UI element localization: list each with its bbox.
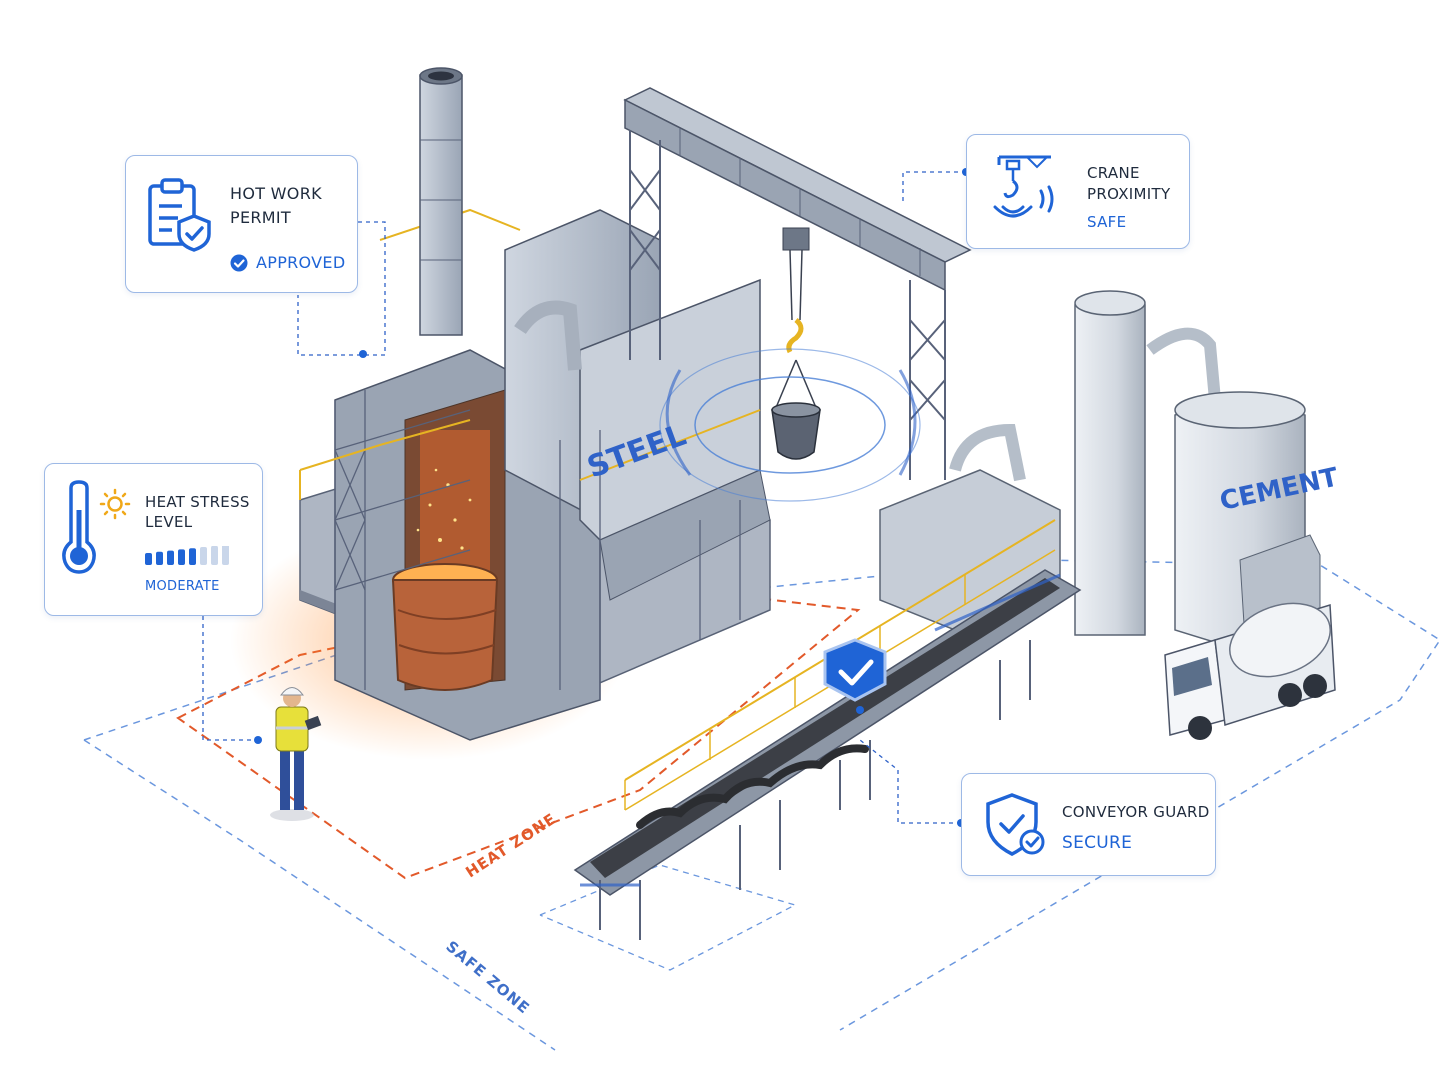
heat-stress-status: MODERATE [145,579,220,594]
conveyor-status: SECURE [1062,833,1133,853]
hot-work-status: APPROVED [256,253,346,272]
hot-work-permit-card: HOT WORK PERMIT APPROVED [125,155,358,293]
check-circle-icon [230,254,248,272]
hot-work-title-2: PERMIT [230,208,291,227]
conveyor-guard-card: CONVEYOR GUARD SECURE [961,773,1216,876]
heat-stress-level-bars [145,546,229,565]
conveyor-base-zone [539,864,797,971]
level-bar [211,546,218,565]
card-connectors [202,171,966,824]
gantry-crane [623,87,972,502]
level-bar [178,549,185,565]
crane-title-1: CRANE [1087,164,1140,182]
level-bar [156,551,163,565]
worker [270,687,322,821]
shield-check-icon [986,793,1045,856]
cement-plant [879,290,1336,740]
conveyor [573,519,1082,940]
hot-work-title-1: HOT WORK [230,184,322,203]
heat-stress-title-1: HEAT STRESS [145,493,250,511]
thermometer-sun-icon [62,480,131,574]
conveyor-check-shield [823,638,887,702]
crane-status: SAFE [1087,213,1127,231]
crane-hook-signal-icon [993,155,1054,218]
level-bar [189,548,196,565]
level-bar [200,547,207,565]
clipboard-shield-icon [148,178,211,252]
heat-stress-title-2: LEVEL [145,513,193,531]
level-bar [222,546,229,565]
heat-stress-card: HEAT STRESS LEVEL MODERATE [44,463,263,616]
level-bar [145,553,152,565]
heat-zone-label: HEAT ZONE [462,810,559,882]
crane-title-2: PROXIMITY [1087,185,1171,203]
steel-mill [299,67,771,741]
level-bar [167,550,174,565]
crane-proximity-card: CRANE PROXIMITY SAFE [966,134,1190,249]
conveyor-title: CONVEYOR GUARD [1062,803,1210,821]
